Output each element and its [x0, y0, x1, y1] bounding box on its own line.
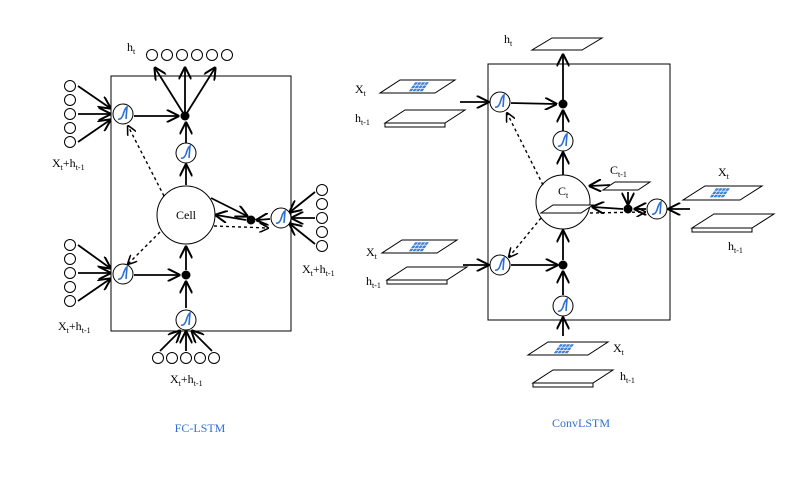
conv-output-label: ht — [504, 32, 513, 48]
conv-input-product-dot — [558, 260, 568, 270]
fc-input-label-right: Xt+ht-1 — [302, 262, 335, 278]
convlstm-diagram: ht Xt ht-1 Ct Ct-1 — [355, 32, 776, 430]
fc-input-product-dot — [181, 270, 191, 280]
conv-x-label-left: Xt — [366, 245, 378, 261]
fc-input-nodes-right — [316, 184, 328, 252]
fc-lstm-caption: FC-LSTM — [175, 421, 226, 435]
fc-input-nodes-bottom — [152, 352, 220, 364]
fc-lstm-diagram: ht Xt+ht-1 Cell — [52, 40, 335, 435]
conv-h-label-top: ht-1 — [355, 111, 370, 127]
conv-input-plates-bottom — [526, 341, 615, 388]
conv-output-product-dot — [558, 99, 568, 109]
fc-input-label-top: Xt+ht-1 — [52, 156, 85, 172]
conv-h-label-bottom: ht-1 — [620, 369, 635, 385]
fc-forget-product-dot — [246, 215, 256, 225]
fc-output-label: ht — [127, 40, 136, 56]
fc-bottom-gate-icon — [175, 309, 197, 331]
convlstm-caption: ConvLSTM — [552, 416, 610, 430]
fc-forget-gate-icon — [270, 207, 292, 229]
conv-input-plates-right — [681, 185, 776, 233]
fc-cell-label: Cell — [176, 208, 197, 222]
fc-input-label-left-bottom: Xt+ht-1 — [58, 319, 91, 335]
conv-input-plates-top — [378, 79, 467, 128]
conv-output-gate-icon — [552, 130, 574, 152]
conv-forget-gate-icon — [646, 198, 668, 220]
conv-h-label-left: ht-1 — [366, 274, 381, 290]
fc-output-nodes — [146, 49, 233, 61]
conv-prev-cell-label: Ct-1 — [610, 163, 627, 179]
conv-prev-cell-plate — [601, 181, 652, 191]
conv-x-label-bottom: Xt — [613, 341, 625, 357]
fc-input-gate-icon — [112, 103, 134, 125]
conv-input-plates-left-bottom — [380, 239, 469, 285]
conv-h-label-right: ht-1 — [728, 239, 743, 255]
fc-input-nodes-left-bottom — [64, 239, 76, 307]
conv-bottom-gate-icon — [552, 295, 574, 317]
conv-cell-input-gate-icon — [489, 254, 511, 276]
conv-cell-node — [535, 174, 591, 230]
conv-cell-label: Ct — [558, 184, 569, 200]
fc-cell-input-gate-icon — [112, 263, 134, 285]
conv-x-label-top: Xt — [355, 82, 367, 98]
fc-output-product-dot — [180, 111, 190, 121]
conv-output-plate — [530, 37, 604, 51]
fc-input-label-bottom: Xt+ht-1 — [170, 372, 203, 388]
fc-output-gate-icon — [175, 142, 197, 164]
fc-input-nodes-top — [64, 80, 76, 148]
conv-forget-product-dot — [623, 204, 633, 214]
conv-input-gate-icon — [489, 91, 511, 113]
convlstm-frame — [487, 63, 671, 321]
conv-x-label-right: Xt — [718, 165, 730, 181]
